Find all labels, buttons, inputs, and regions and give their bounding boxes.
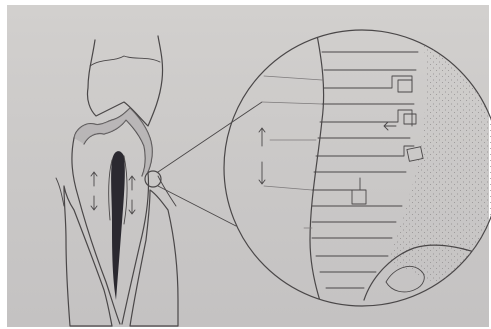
magnified-view [224,20,491,320]
magnification-lines [158,102,262,226]
tooth-root [72,138,149,324]
magnification-origin [145,171,161,187]
